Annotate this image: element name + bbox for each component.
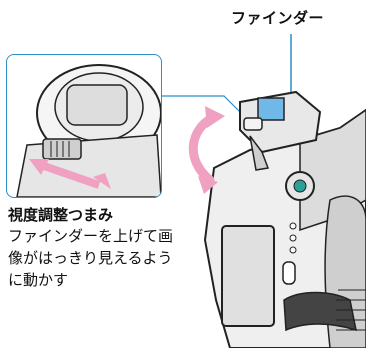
button-1	[289, 222, 297, 230]
diopter-detail-drawing	[16, 64, 161, 197]
diopter-caption-body: ファインダーを上げて画像がはっきり見えるように動かす	[8, 227, 174, 289]
eyepiece-window	[66, 84, 128, 126]
button-2	[289, 234, 297, 242]
viewfinder-assembly	[239, 90, 322, 171]
switch-lever	[282, 261, 296, 285]
lens-grip-ribs	[336, 289, 366, 331]
diopter-lever	[42, 138, 82, 160]
diopter-caption: 視度調整つまみ ファインダーを上げて画像がはっきり見えるように動かす	[8, 205, 173, 291]
tilt-arrow-head-bottom	[198, 176, 218, 194]
tilt-arrow	[188, 113, 217, 185]
viewfinder-callout-title: ファインダー	[231, 9, 325, 27]
hand-strap	[283, 291, 357, 332]
tilt-arrow-head-top	[205, 106, 225, 128]
diopter-caption-heading: 視度調整つまみ	[8, 206, 114, 224]
mode-dial-center	[293, 179, 307, 193]
battery-pack	[221, 225, 275, 327]
lever-slide-arrow	[39, 161, 101, 189]
viewfinder-eyepiece-glass	[257, 97, 285, 121]
diopter-knob-small	[243, 117, 263, 131]
button-3	[289, 246, 297, 254]
diopter-detail-inset	[6, 54, 162, 198]
